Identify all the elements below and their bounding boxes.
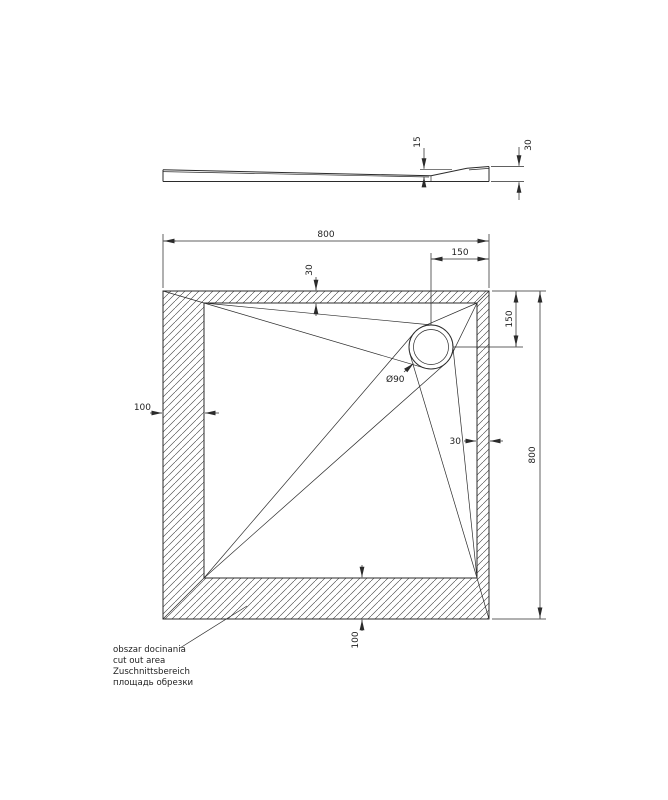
corner-miter-line <box>162 577 205 620</box>
drain-diameter-label: Ø90 <box>386 374 405 385</box>
width-dimension-top: 800 <box>162 230 490 288</box>
profile-height-dim-label: 30 <box>524 139 534 151</box>
note-line-pl: obszar docinania <box>113 645 186 655</box>
right-band-dimension: 30 <box>450 437 503 447</box>
drain-offset-top-dimension: 150 <box>430 248 489 325</box>
drain-offset-top-label: 150 <box>451 248 468 258</box>
fold-line <box>203 302 434 326</box>
fold-line <box>422 302 478 328</box>
right-band-dim-label: 30 <box>450 437 462 447</box>
corner-miter-line <box>476 290 490 304</box>
profile-depth-dim-label: 15 <box>413 136 423 147</box>
tray-inner-edge <box>203 302 478 579</box>
drain-offset-right-label: 150 <box>505 310 515 327</box>
drain-offset-right-dimension: 150 <box>453 290 546 348</box>
note-line-ru: площадь обрезки <box>113 678 193 688</box>
tray-outer-edge <box>162 290 490 620</box>
note-leader-line <box>179 605 248 649</box>
bottom-band-dim-label: 100 <box>351 631 361 648</box>
plan-view: Ø90 800 150 30 <box>134 230 546 649</box>
corner-miter-line <box>476 577 490 620</box>
drain <box>408 324 454 370</box>
top-band-dim-label: 30 <box>305 264 315 276</box>
note-line-en: cut out area <box>113 656 165 666</box>
height-dimension-right: 800 <box>492 291 546 620</box>
note-line-de: Zuschnittsbereich <box>113 667 190 677</box>
drain-diameter-callout: Ø90 <box>386 363 414 385</box>
height-dim-label: 800 <box>528 446 538 463</box>
slope-fold-lines <box>203 302 478 579</box>
profile-slope-edge <box>430 167 468 177</box>
left-band-dimension: 100 <box>134 403 219 416</box>
cutout-note: obszar docinania cut out area Zuschnitts… <box>113 605 248 688</box>
profile-height-dimension: 30 <box>491 139 534 200</box>
profile-depth-dimension: 15 <box>413 136 427 188</box>
fold-line <box>450 302 478 357</box>
drain-inner-circle <box>413 329 449 365</box>
bottom-band-dimension: 100 <box>351 565 365 649</box>
fold-line <box>203 332 415 579</box>
fold-line <box>452 344 478 579</box>
profile-top-right-edge <box>466 166 490 169</box>
top-band-dimension: 30 <box>305 264 319 316</box>
fold-line <box>203 363 446 579</box>
left-band-dim-label: 100 <box>134 403 151 413</box>
profile-inner-line <box>162 171 430 178</box>
profile-view: 15 30 <box>162 136 534 200</box>
fold-line <box>409 353 478 579</box>
width-dim-label: 800 <box>317 230 334 240</box>
fold-line <box>203 302 425 369</box>
corner-miter-line <box>162 290 205 304</box>
profile-inner-line-right <box>468 168 490 171</box>
leader-line <box>403 363 414 373</box>
drain-outer-circle <box>408 324 454 370</box>
profile-top-left-edge <box>162 169 432 177</box>
